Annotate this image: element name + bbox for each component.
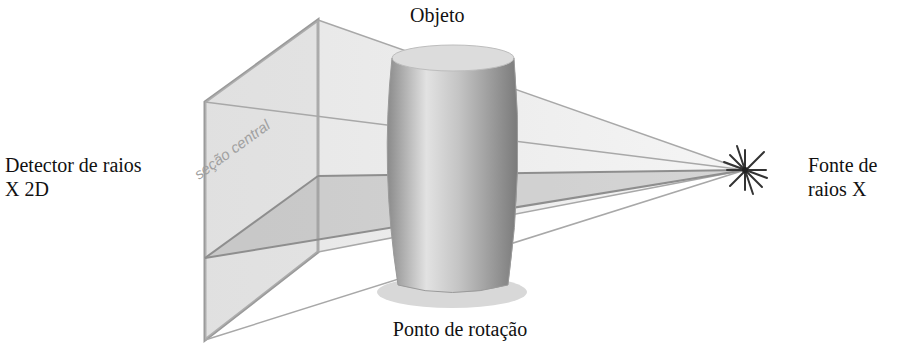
- xray-source: [724, 146, 767, 194]
- detector-label: Detector de raios X 2D: [5, 153, 155, 201]
- ray-edges: [205, 20, 745, 340]
- rotation-point-label: Ponto de rotação: [360, 317, 560, 341]
- ray-cone: [205, 20, 745, 340]
- object-label: Objeto: [410, 3, 530, 27]
- source-label: Fonte de raios X: [808, 153, 908, 201]
- object-cylinder: [377, 45, 527, 308]
